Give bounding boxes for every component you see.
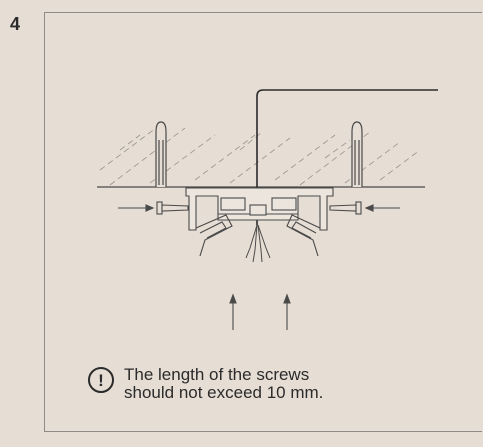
warning-icon: !	[88, 367, 114, 393]
push-arrow-right	[283, 293, 291, 330]
profile-clip-left	[195, 214, 233, 257]
screw-length-note: ! The length of the screws should not ex…	[88, 366, 323, 402]
note-line-2: should not exceed 10 mm.	[124, 383, 324, 402]
instruction-panel	[44, 12, 482, 432]
mounting-profile	[185, 187, 334, 231]
push-arrow-left	[229, 293, 237, 330]
note-line-1: The length of the screws	[124, 365, 310, 384]
screw-right	[329, 201, 362, 215]
arrow-left	[118, 204, 155, 212]
anchor-right	[351, 121, 363, 187]
step-number: 4	[10, 14, 21, 34]
anchor-left	[155, 121, 167, 187]
arrow-right	[364, 204, 400, 212]
cable	[256, 89, 438, 225]
profile-clip-right	[286, 214, 321, 257]
ceiling-hatch	[99, 124, 421, 186]
note-text: The length of the screws should not exce…	[124, 366, 323, 402]
wire-ends	[245, 224, 271, 263]
screw-left	[156, 201, 189, 215]
